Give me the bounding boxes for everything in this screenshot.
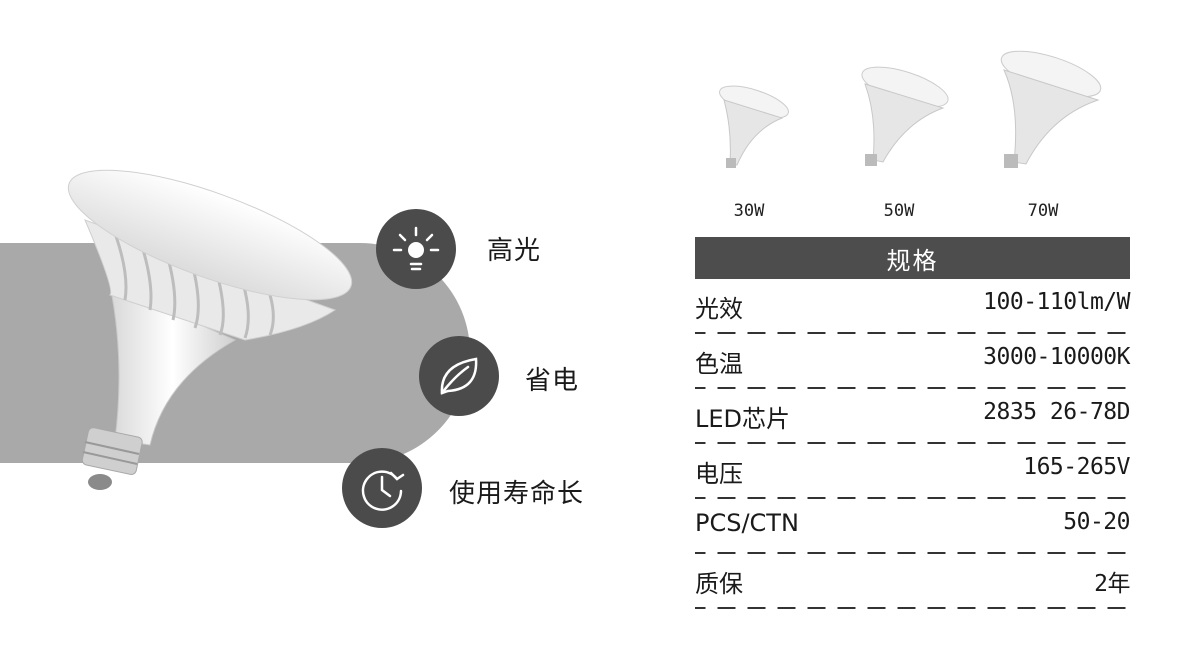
spec-value: 3000-10000K <box>983 344 1130 370</box>
lightbulb-icon <box>392 226 440 271</box>
spec-row: 色温 3000-10000K <box>695 334 1130 389</box>
variant-label-30w: 30W <box>733 201 765 221</box>
feature-high-light <box>376 209 456 289</box>
variant-label-50w: 50W <box>883 201 915 221</box>
bulb-70w-image <box>1000 50 1102 168</box>
spec-value: 50-20 <box>1063 509 1130 535</box>
bulb-30w-image <box>719 85 789 168</box>
spec-row: 质保 2年 <box>695 554 1130 609</box>
bulb-50w-image <box>861 66 949 166</box>
spec-row: LED芯片 2835 26-78D <box>695 389 1130 444</box>
spec-key: 光效 <box>695 295 743 323</box>
spec-row: PCS/CTN 50-20 <box>695 499 1130 554</box>
spec-key: 电压 <box>695 460 743 488</box>
spec-row: 光效 100-110lm/W <box>695 279 1130 334</box>
spec-key: 质保 <box>695 570 743 598</box>
spec-row: 电压 165-265V <box>695 444 1130 499</box>
feature-label-energy-saving: 省电 <box>525 366 580 396</box>
feature-label-long-life: 使用寿命长 <box>449 479 585 509</box>
spec-key: LED芯片 <box>695 405 791 433</box>
spec-title: 规格 <box>695 237 1130 279</box>
spec-value: 2835 26-78D <box>983 399 1130 425</box>
clock-icon <box>361 470 405 511</box>
spec-key: 色温 <box>695 350 743 378</box>
spec-value: 100-110lm/W <box>983 289 1130 315</box>
feature-energy-saving <box>419 336 499 416</box>
spec-value: 2年 <box>1094 571 1130 597</box>
variant-label-70w: 70W <box>1027 201 1059 221</box>
leaf-icon <box>440 357 478 395</box>
spec-key: PCS/CTN <box>695 509 799 537</box>
feature-long-life <box>342 448 422 528</box>
feature-label-high-light: 高光 <box>487 236 542 266</box>
spec-value: 165-265V <box>1023 454 1130 480</box>
main-bulb-image <box>67 169 353 490</box>
